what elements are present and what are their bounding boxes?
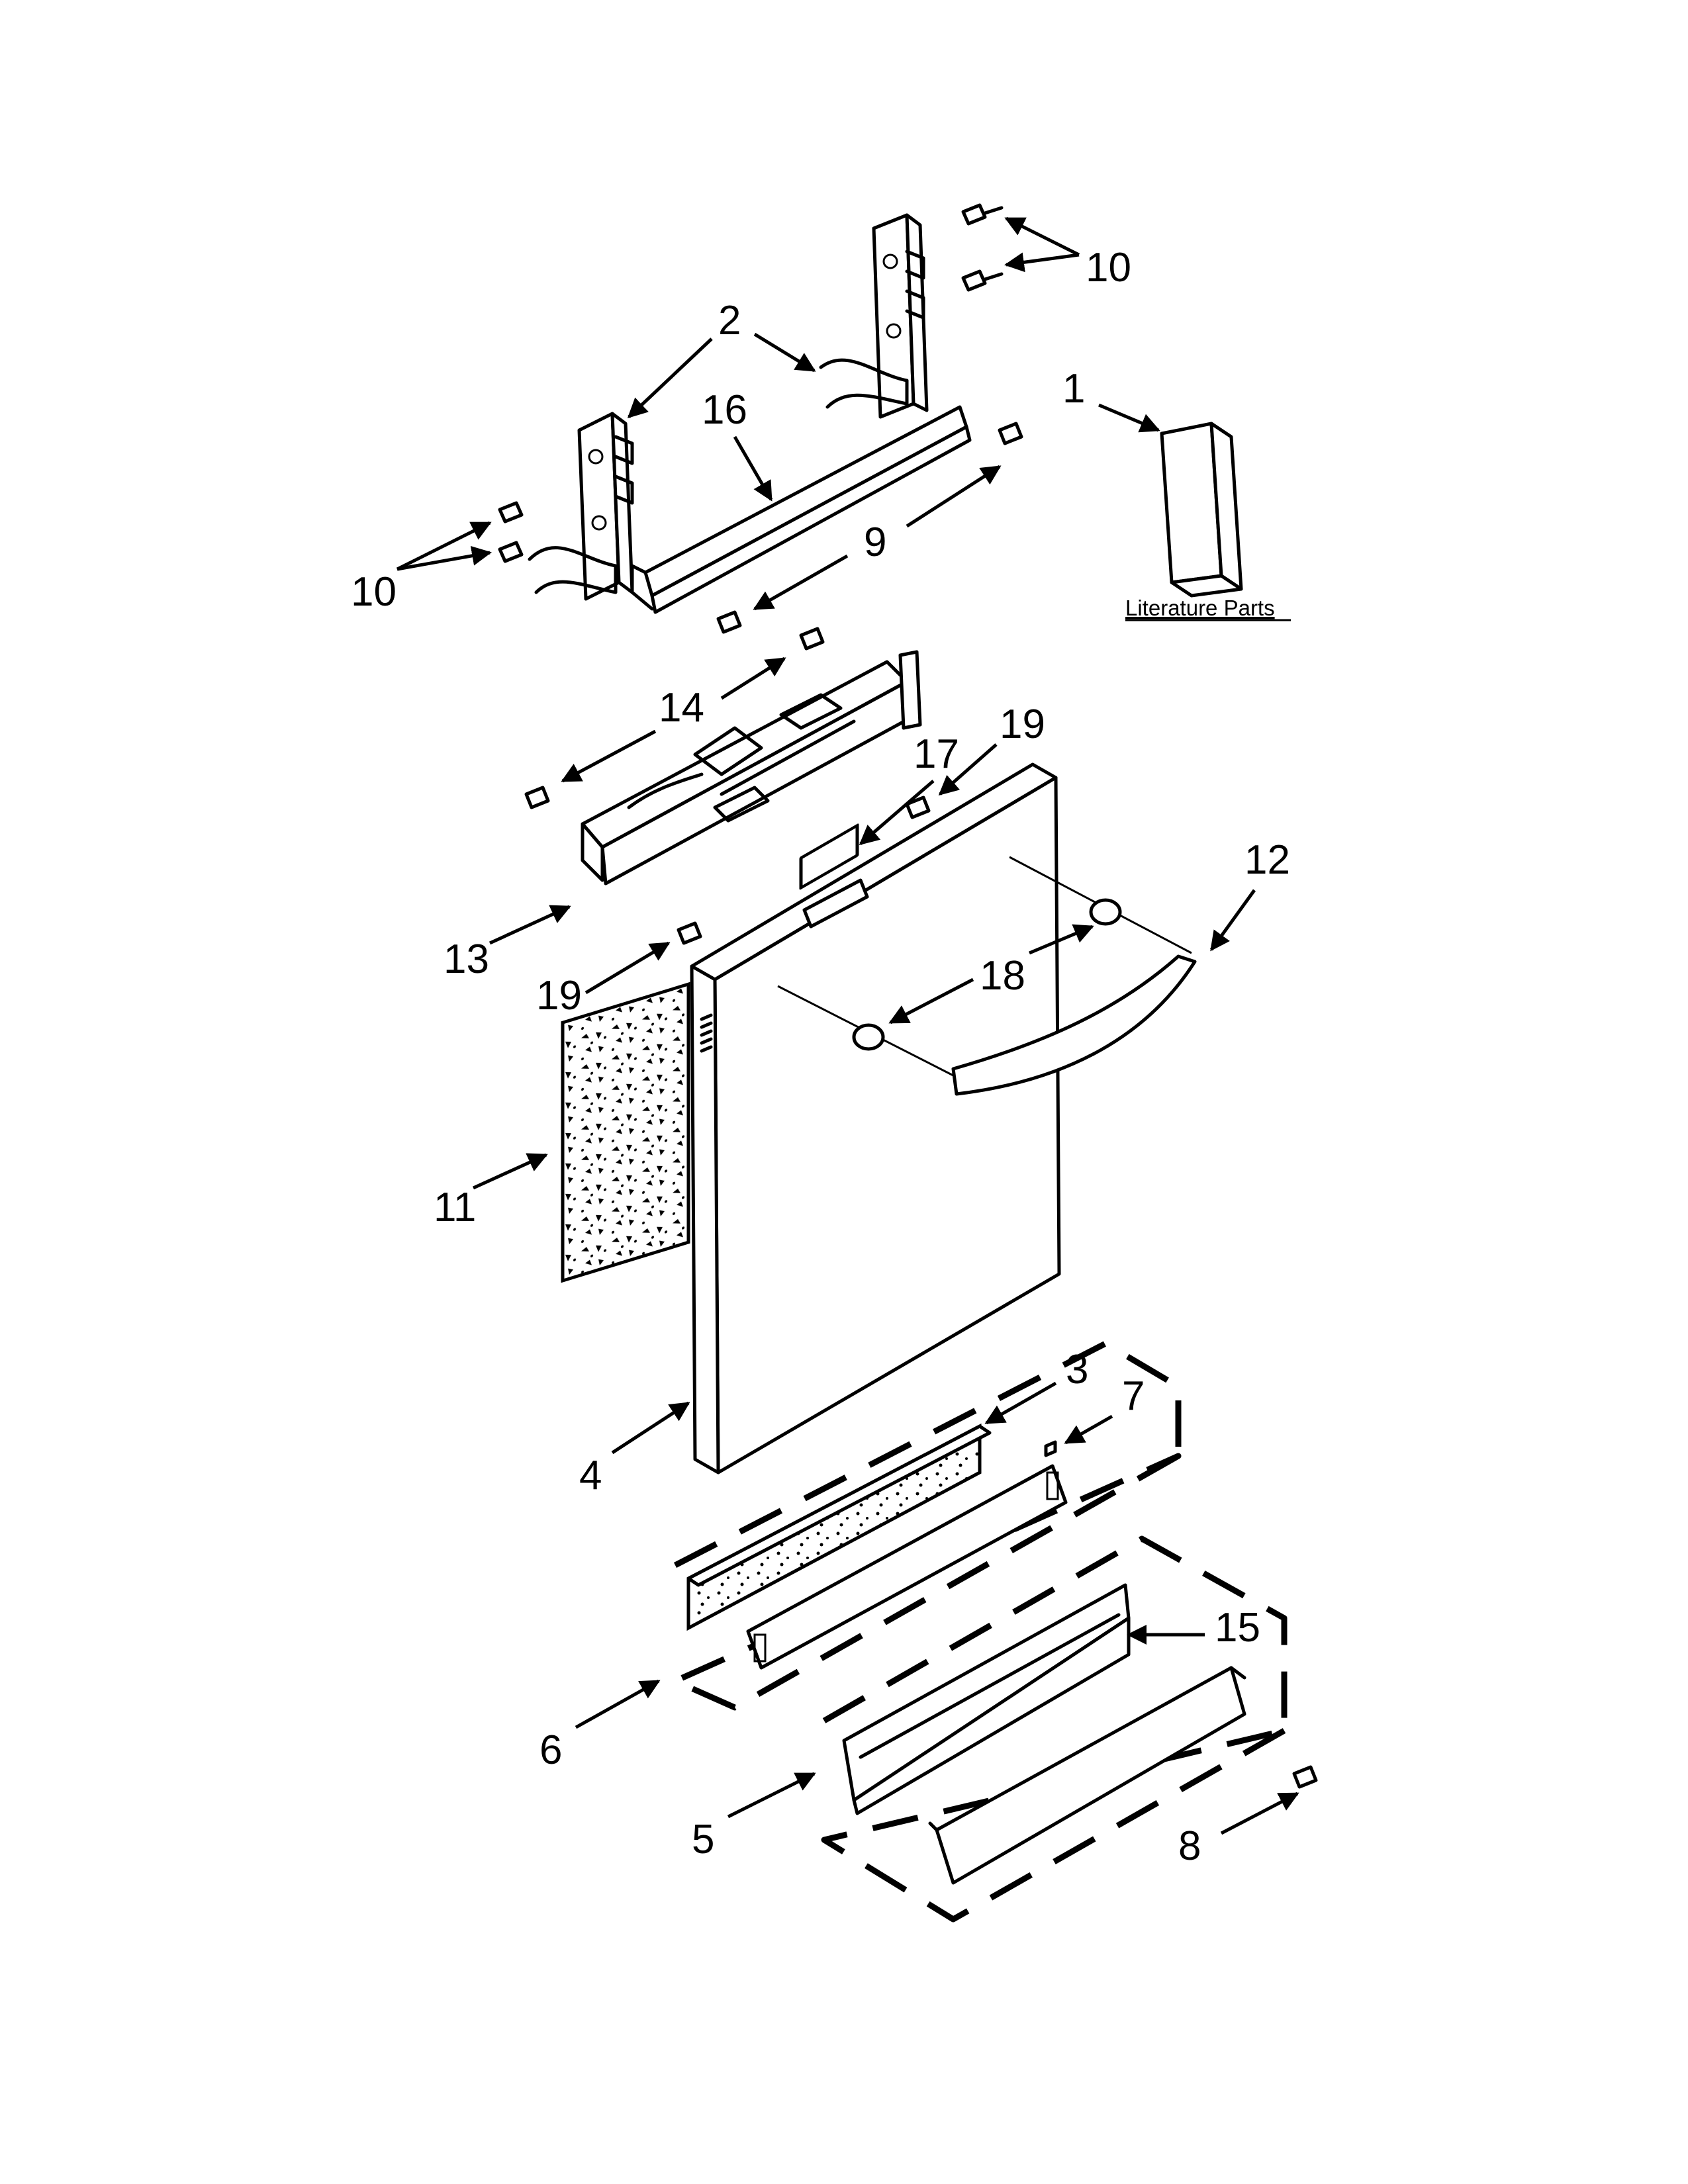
leader-19b	[585, 941, 671, 995]
literature-parts-label: Literature Parts	[1125, 596, 1275, 620]
leader-18b	[888, 978, 974, 1024]
callout-3: 3	[1066, 1347, 1088, 1392]
literature-booklet	[1160, 422, 1243, 598]
leader-12	[1209, 889, 1256, 952]
leader-18a	[1029, 924, 1094, 955]
callout-2: 2	[718, 298, 741, 343]
leader-11	[472, 1153, 548, 1190]
door-handle	[951, 954, 1197, 1096]
screw-icon	[961, 269, 1004, 292]
leader-16	[733, 435, 773, 502]
door-panel	[690, 762, 1061, 1475]
callout-10-lower: 10	[351, 569, 397, 615]
leader-10b2	[397, 545, 492, 571]
leader-2b	[753, 332, 816, 373]
callout-17: 17	[914, 731, 959, 777]
leader-17	[859, 780, 935, 845]
support-rail	[630, 405, 972, 614]
trim-strip	[746, 1464, 1068, 1670]
screw-icon	[998, 422, 1023, 445]
callout-8: 8	[1178, 1823, 1201, 1869]
callout-16: 16	[702, 387, 747, 433]
leader-1	[1098, 403, 1160, 433]
insulation-pad	[561, 981, 690, 1283]
leader-14b	[561, 729, 657, 783]
screw-icon	[716, 610, 742, 634]
callout-11: 11	[434, 1185, 476, 1230]
leader-7	[1064, 1414, 1113, 1445]
leader-9b	[753, 554, 849, 611]
screw-icon	[498, 501, 524, 523]
leader-6	[575, 1679, 661, 1729]
callout-12: 12	[1244, 837, 1290, 883]
toe-panel	[842, 1583, 1131, 1815]
leader-19a	[938, 743, 998, 796]
callout-14: 14	[659, 685, 704, 731]
handle-standoff	[852, 898, 1122, 1051]
leader-9a	[906, 465, 1002, 528]
leader-8	[1220, 1792, 1299, 1835]
callout-13: 13	[444, 936, 489, 982]
vent-cover	[802, 878, 869, 929]
leader-13	[489, 905, 571, 945]
leader-3	[984, 1381, 1057, 1425]
callout-18: 18	[980, 953, 1025, 999]
leader-2a	[627, 338, 713, 419]
screw-icon	[524, 786, 550, 809]
callout-15: 15	[1215, 1605, 1260, 1651]
left-mounting-bracket	[528, 412, 634, 601]
callout-10-upper: 10	[1086, 245, 1131, 291]
screw-icon	[1292, 1765, 1318, 1789]
foam-strip	[686, 1423, 992, 1631]
callout-6: 6	[539, 1727, 562, 1773]
screw-icon	[799, 627, 825, 651]
leader-5	[727, 1772, 816, 1819]
leader-4	[611, 1401, 690, 1455]
leader-10a1	[1004, 216, 1080, 257]
callout-4: 4	[579, 1453, 602, 1498]
control-assembly	[581, 650, 922, 886]
kit-6-outline	[672, 1340, 1182, 1711]
screw-icon	[677, 921, 702, 945]
callout-9: 9	[864, 520, 886, 565]
screw-icon	[498, 541, 524, 563]
kick-plate	[928, 1666, 1246, 1885]
callout-19-upper: 19	[1000, 702, 1045, 747]
screw-icon	[961, 203, 1004, 226]
callout-7: 7	[1122, 1373, 1145, 1419]
leader-10b1	[396, 521, 492, 571]
right-mounting-bracket	[819, 213, 929, 419]
callout-1: 1	[1062, 366, 1085, 412]
callout-19-lower: 19	[536, 973, 582, 1019]
callout-5: 5	[692, 1817, 714, 1862]
leader-14a	[720, 657, 786, 700]
clip-icon	[1044, 1440, 1057, 1457]
leader-10a2	[1004, 252, 1080, 273]
screw-icon	[905, 796, 931, 819]
